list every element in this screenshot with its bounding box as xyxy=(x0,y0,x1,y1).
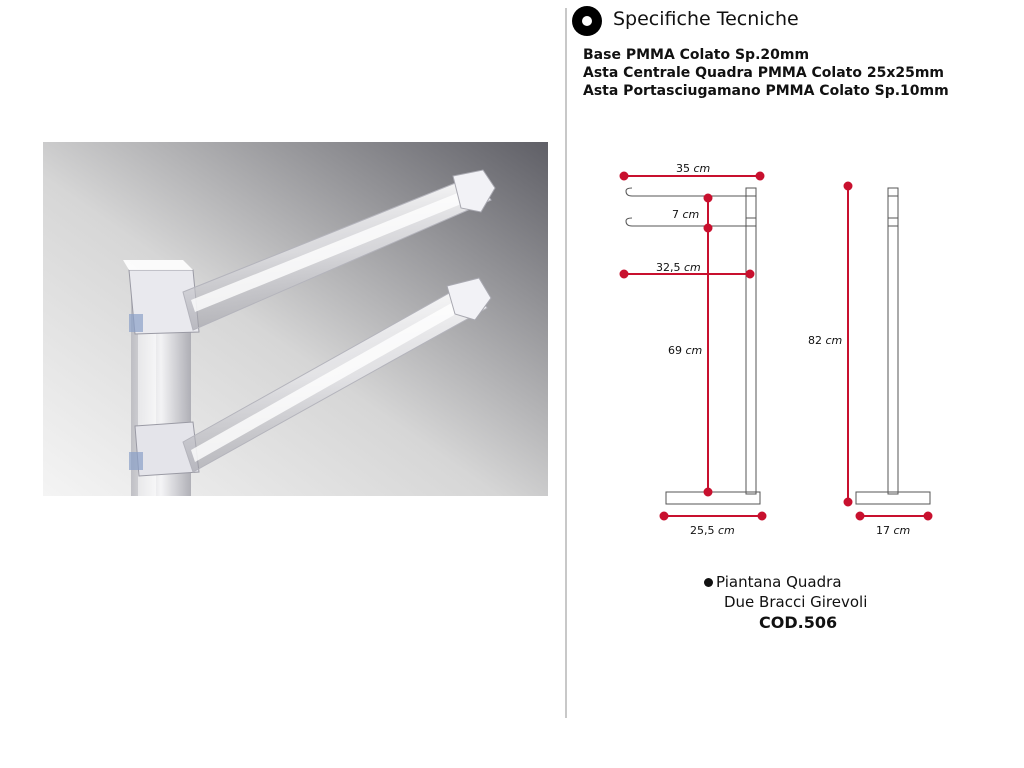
dim-label-total-height: 82 cm xyxy=(808,334,842,347)
spec-line: Asta Portasciugamano PMMA Colato Sp.10mm xyxy=(583,83,949,99)
product-caption: Piantana Quadra Due Bracci Girevoli COD.… xyxy=(700,573,900,632)
spec-line: Base PMMA Colato Sp.20mm xyxy=(583,47,810,63)
spec-list: Base PMMA Colato Sp.20mm Asta Centrale Q… xyxy=(583,46,949,100)
dim-label-arm-length: 32,5 cm xyxy=(656,261,701,274)
dim-label-gap-arms: 7 cm xyxy=(672,208,699,221)
dim-label-width-top: 35 cm xyxy=(676,162,710,175)
dimension-lines xyxy=(619,171,933,521)
page-title: Specifiche Tecniche xyxy=(613,8,799,30)
dim-label-base-depth: 17 cm xyxy=(876,524,910,537)
side-view xyxy=(855,187,931,505)
product-code: COD.506 xyxy=(759,613,838,632)
product-photo xyxy=(43,142,548,496)
caption-description: Due Bracci Girevoli xyxy=(724,593,868,611)
dim-label-base-width: 25,5 cm xyxy=(690,524,735,537)
spec-line: Asta Centrale Quadra PMMA Colato 25x25mm xyxy=(583,65,945,81)
dim-label-arm-height: 69 cm xyxy=(668,344,702,357)
technical-drawing: 35 cm 7 cm 32,5 cm 69 cm 82 cm 25,5 cm 1… xyxy=(619,162,933,537)
front-view xyxy=(625,187,761,505)
caption-name: Piantana Quadra xyxy=(704,573,916,591)
vertical-divider xyxy=(565,8,567,718)
bullet-circle-icon xyxy=(572,6,602,36)
